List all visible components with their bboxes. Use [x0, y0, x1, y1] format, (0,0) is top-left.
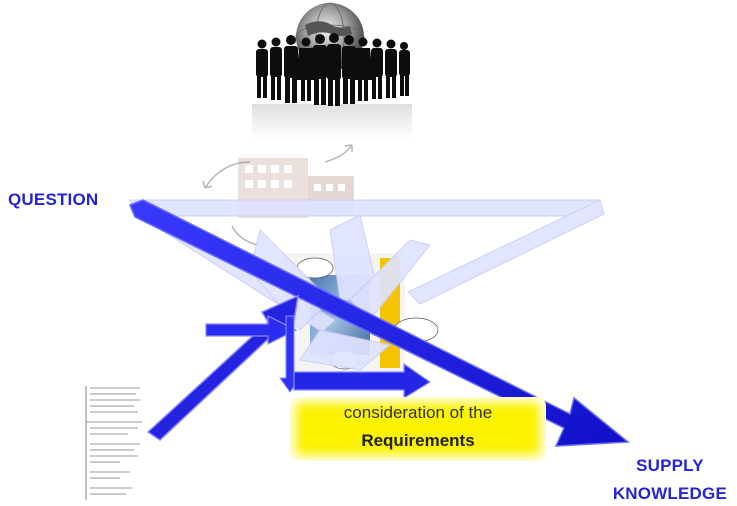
knowledge-label: KNOWLEDGE [612, 484, 727, 503]
requirements-box: consideration of the Requirements [290, 397, 546, 461]
pale-arrows [129, 199, 605, 371]
requirements-box-title: Requirements [361, 431, 475, 450]
requirements-box-caption: consideration of the [343, 403, 493, 422]
handwritten-notes-image [84, 384, 154, 502]
question-label: QUESTION [8, 190, 99, 209]
notes-scribble-graphic [85, 386, 142, 500]
blue-arrows [129, 199, 630, 447]
supply-knowledge-label: SUPPLY KNOWLEDGE [613, 452, 727, 506]
business-people-icon [252, 33, 412, 140]
supply-label: SUPPLY [636, 456, 704, 475]
